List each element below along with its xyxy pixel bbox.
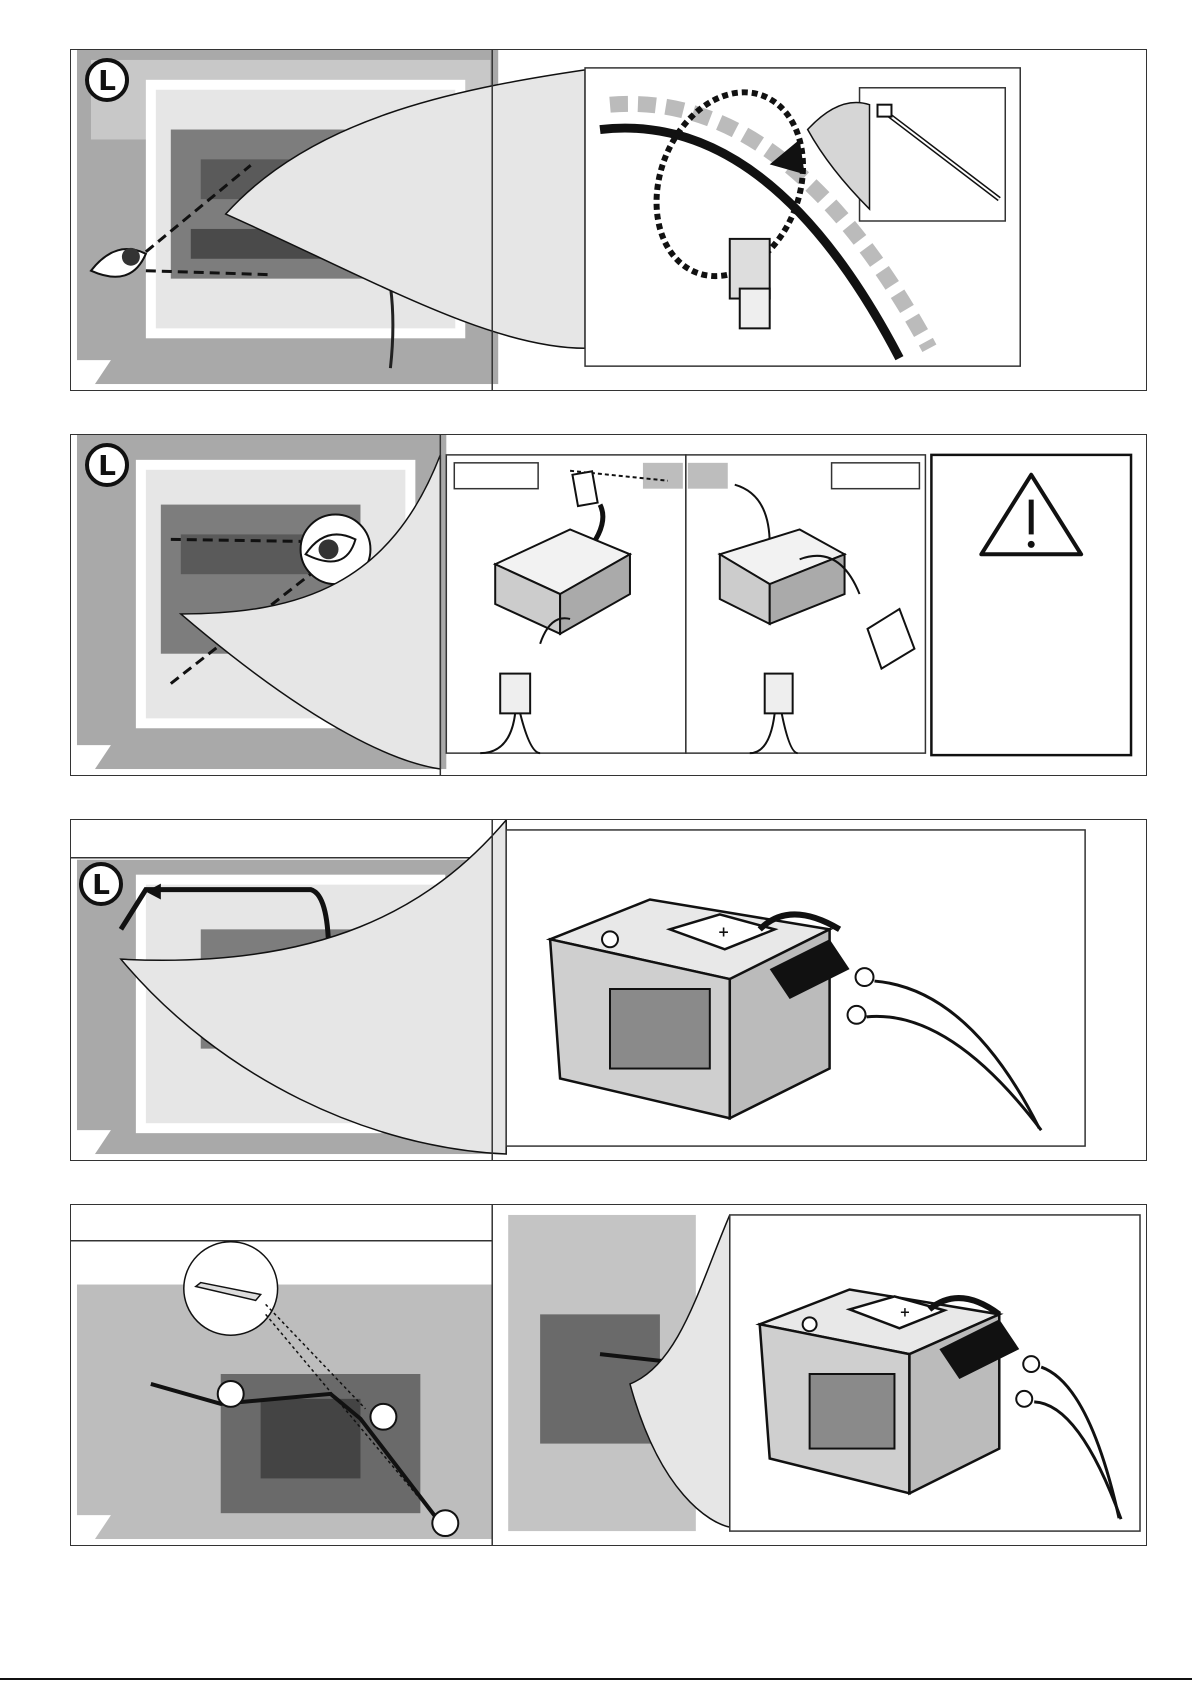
footer-rule — [0, 1678, 1192, 1680]
battery-icon — [550, 900, 829, 1119]
step-2-panel: L — [70, 434, 1147, 776]
battery-plus-label: + — [899, 1305, 910, 1320]
battery-icon — [760, 1290, 1000, 1494]
step-1-illustration — [71, 50, 1146, 390]
step-3-illustration: + — [71, 820, 1146, 1160]
step-2-badge: L — [85, 443, 129, 487]
battery-plus-label: + — [718, 924, 730, 940]
step-2-illustration — [71, 435, 1146, 775]
step-3-badge: L — [79, 862, 123, 906]
step-3-panel: + L — [70, 819, 1147, 1161]
step-4-illustration: + — [71, 1205, 1146, 1545]
step-1-panel: L — [70, 49, 1147, 391]
step-4-panel: + — [70, 1204, 1147, 1546]
step-1-badge: L — [85, 58, 129, 102]
